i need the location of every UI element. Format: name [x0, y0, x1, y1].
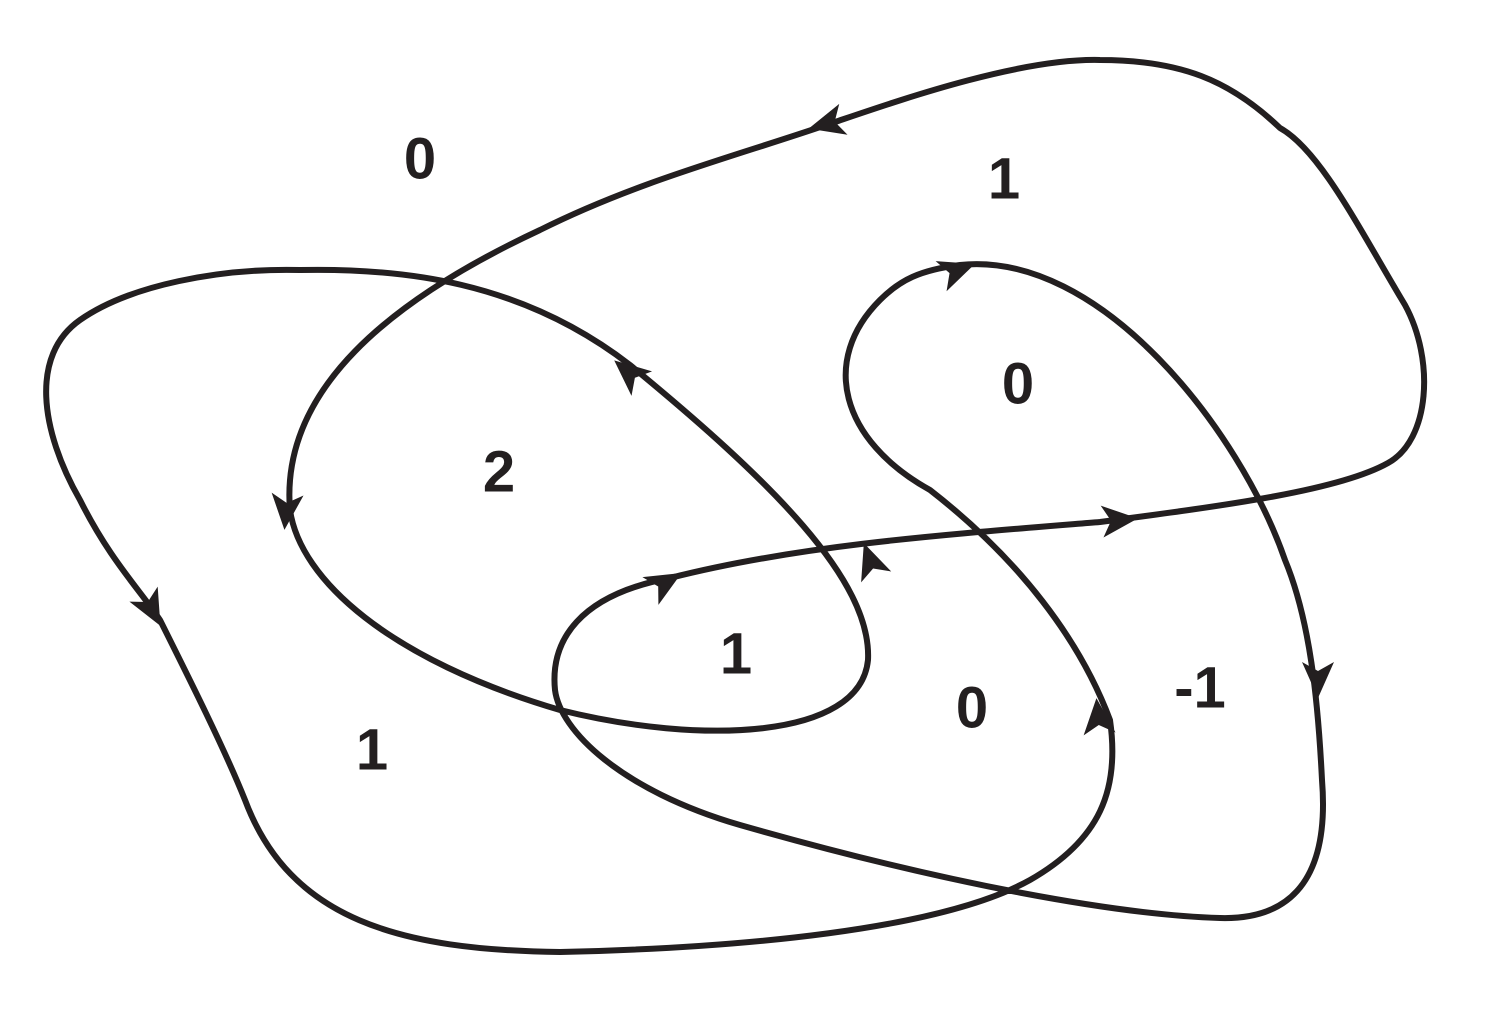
- direction-arrow-icon: [1100, 505, 1138, 538]
- closed-curve: [43, 56, 1428, 955]
- winding-number-label-center: 1: [720, 621, 752, 686]
- direction-arrow-icon: [642, 573, 682, 605]
- direction-arrow-icon: [935, 261, 975, 292]
- winding-number-label-bottom-right: -1: [1174, 655, 1226, 720]
- direction-arrows: [129, 103, 1334, 736]
- winding-number-label-right-inner-loop: 0: [1002, 351, 1034, 416]
- winding-number-label-center-left: 2: [483, 439, 515, 504]
- direction-arrow-icon: [1083, 698, 1116, 736]
- direction-arrow-icon: [808, 103, 848, 135]
- direction-arrow-icon: [1302, 662, 1334, 698]
- direction-arrow-icon: [614, 360, 653, 396]
- region-labels: 0 1 0 2 1 0 -1 1: [356, 126, 1226, 782]
- winding-number-label-bottom-middle: 0: [956, 675, 988, 740]
- direction-arrow-icon: [271, 492, 304, 530]
- direction-arrow-icon: [861, 543, 892, 583]
- winding-number-label-outer-top-left: 0: [404, 126, 436, 191]
- direction-arrow-icon: [129, 586, 161, 626]
- winding-number-label-top-right: 1: [988, 146, 1020, 211]
- winding-number-label-bottom-left: 1: [356, 717, 388, 782]
